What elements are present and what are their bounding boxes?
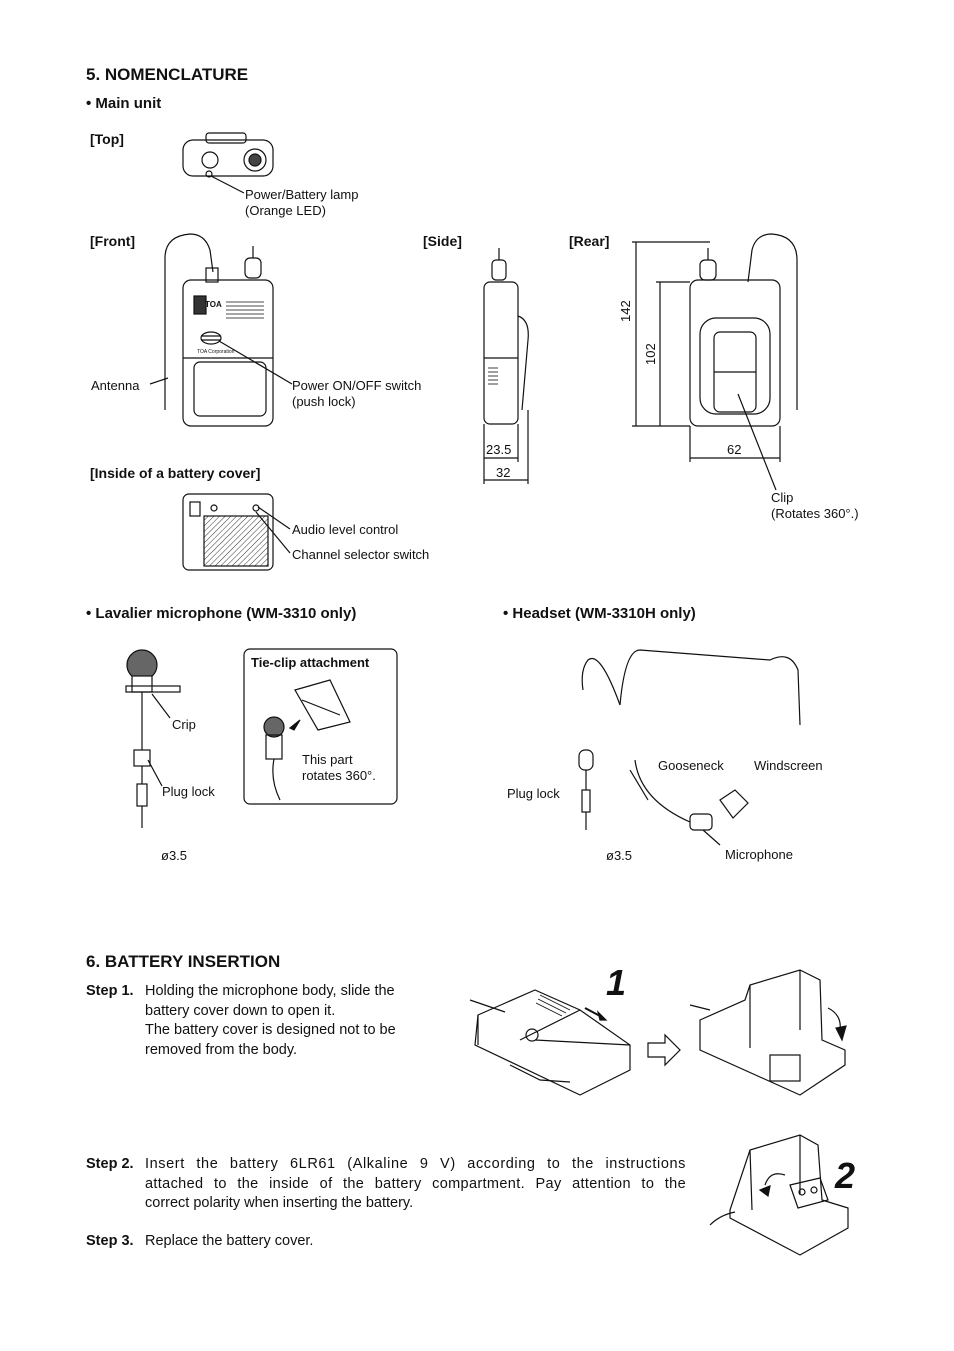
label-microphone: Microphone [725, 847, 793, 862]
label-windscreen: Windscreen [754, 758, 823, 773]
brand-corporation-text: TOA Corporation [197, 349, 235, 355]
label-tie-clip-rotates-line2: rotates 360°. [302, 768, 376, 783]
figure-number-2: 2 [835, 1155, 856, 1196]
label-tie-clip-rotates: This part rotates 360°. [302, 752, 376, 784]
label-plug-lock-headset: Plug lock [507, 786, 560, 801]
top-view-drawing [182, 132, 274, 194]
tie-clip-title: Tie-clip attachment [251, 655, 370, 670]
label-clip: Clip (Rotates 360°.) [771, 490, 859, 522]
view-label-top: [Top] [90, 131, 124, 147]
step1-line: Holding the microphone body, slide the [145, 983, 395, 999]
label-power-lamp: Power/Battery lamp (Orange LED) [245, 187, 358, 219]
step1-line: battery cover down to open it. [145, 1002, 336, 1019]
subsection-lavalier: • Lavalier microphone (WM-3310 only) [86, 605, 357, 622]
step1-label: Step 1. [86, 983, 134, 999]
step2-text: Insert the battery 6LR61 (Alkaline 9 V) … [145, 1155, 686, 1214]
subsection-headset: • Headset (WM-3310H only) [503, 605, 696, 622]
tie-clip-drawing [263, 679, 351, 801]
label-diameter-headset: ø3.5 [606, 848, 633, 863]
subsection-main-unit: • Main unit [86, 95, 162, 112]
step2-line: attached to the inside of the battery co… [145, 1175, 686, 1192]
section-title-battery: 6. BATTERY INSERTION [86, 952, 281, 971]
view-label-front: [Front] [90, 233, 136, 249]
label-power-switch-line2: (push lock) [292, 394, 356, 409]
label-power-switch: Power ON/OFF switch (push lock) [292, 378, 421, 410]
step1-text: Holding the microphone body, slide the b… [145, 982, 435, 1060]
battery-figure-1-open [689, 969, 847, 1096]
step2-line: Insert the battery 6LR61 (Alkaline 9 V) … [145, 1156, 686, 1172]
label-channel-selector: Channel selector switch [292, 547, 430, 562]
battery-figure-1 [469, 989, 631, 1096]
label-diameter-lavalier: ø3.5 [161, 848, 188, 863]
view-label-side: [Side] [423, 233, 462, 249]
dim-depth-body: 23.5 [486, 442, 512, 457]
step2-label: Step 2. [86, 1156, 134, 1172]
battery-figure-2 [709, 1134, 849, 1256]
label-gooseneck: Gooseneck [658, 758, 724, 773]
tie-clip-box [243, 648, 398, 805]
section-title-nomenclature: 5. NOMENCLATURE [86, 65, 249, 84]
rear-view-drawing [632, 233, 798, 491]
view-label-rear: [Rear] [569, 233, 610, 249]
step3-text: Replace the battery cover. [145, 1233, 314, 1249]
brand-logo-text: TOA [205, 300, 222, 309]
label-tie-clip-rotates-line1: This part [302, 752, 353, 767]
label-clip-line2: (Rotates 360°.) [771, 506, 859, 521]
label-power-switch-line1: Power ON/OFF switch [292, 378, 422, 393]
label-crip: Crip [172, 717, 196, 732]
dim-width: 62 [727, 442, 742, 457]
step1-line: removed from the body. [145, 1041, 298, 1058]
label-antenna: Antenna [91, 378, 140, 393]
step2-line: correct polarity when inserting the batt… [145, 1195, 414, 1211]
label-audio-level: Audio level control [292, 522, 399, 537]
view-label-battery-cover: [Inside of a battery cover] [90, 465, 261, 481]
step3-label: Step 3. [86, 1233, 134, 1249]
lavalier-drawing [125, 649, 181, 828]
label-plug-lock-lavalier: Plug lock [162, 784, 215, 799]
label-power-lamp-line1: Power/Battery lamp [245, 187, 359, 202]
arrow-right-icon [647, 1033, 681, 1067]
headset-drawing [578, 649, 801, 846]
side-view-drawing [483, 248, 529, 484]
front-view-drawing [149, 233, 293, 427]
label-clip-line1: Clip [771, 490, 794, 505]
step1-line: The battery cover is designed not to be [145, 1022, 396, 1038]
label-power-lamp-line2: (Orange LED) [245, 203, 326, 218]
figure-number-1: 1 [606, 962, 627, 1003]
dim-depth-total: 32 [496, 465, 511, 480]
battery-cover-inside-drawing [182, 493, 291, 571]
